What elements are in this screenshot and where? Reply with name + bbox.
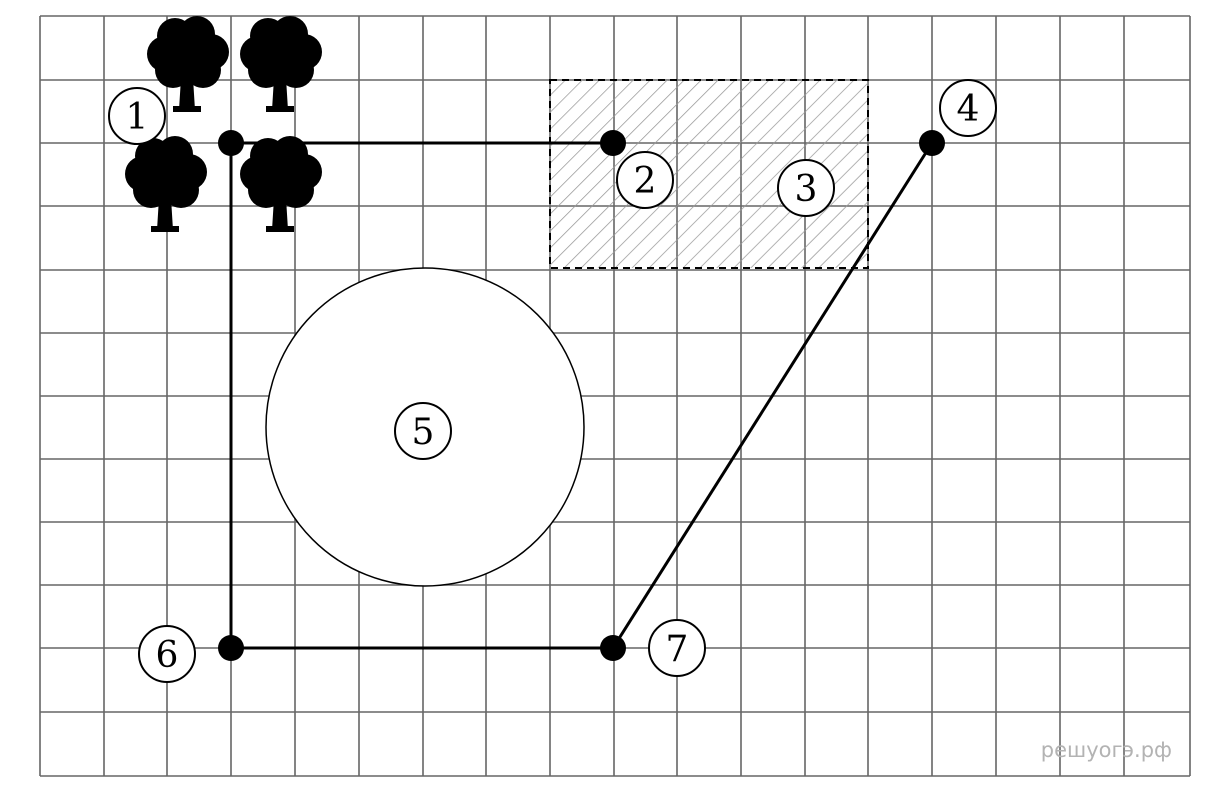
marker-7: 7 [648, 619, 706, 677]
paths [229, 141, 934, 650]
marker-1: 1 [108, 87, 166, 145]
point-dot-icon [600, 635, 626, 661]
marker-label: 7 [666, 629, 689, 670]
marker-label: 1 [126, 97, 149, 138]
marker-6: 6 [138, 625, 196, 683]
point-dot-icon [218, 635, 244, 661]
marker-label: 2 [634, 161, 657, 202]
point-dot-icon [218, 130, 244, 156]
marker-label: 6 [156, 635, 179, 676]
points [218, 130, 945, 661]
path-7-4 [611, 142, 934, 649]
marker-3: 3 [777, 159, 835, 217]
marker-2: 2 [616, 151, 674, 209]
marker-5: 5 [394, 402, 452, 460]
point-dot-icon [600, 130, 626, 156]
marker-label: 3 [795, 169, 818, 210]
marker-label: 4 [957, 89, 980, 130]
point-dot-icon [919, 130, 945, 156]
marker-label: 5 [412, 412, 435, 453]
watermark-text: решуогэ.рф [1041, 738, 1172, 762]
marker-4: 4 [939, 79, 997, 137]
